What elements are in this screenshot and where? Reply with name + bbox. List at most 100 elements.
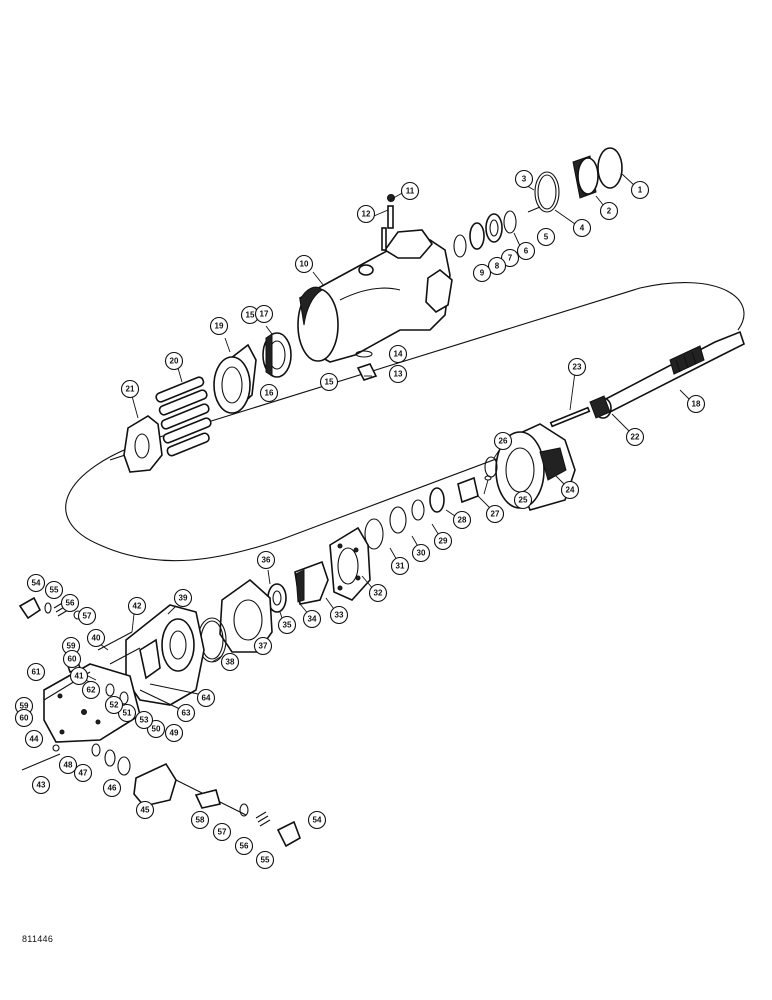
callout-41: 41	[69, 666, 89, 686]
svg-text:11: 11	[406, 187, 415, 196]
svg-text:46: 46	[108, 784, 117, 793]
callout-60b: 60	[14, 708, 34, 728]
callout-1: 1	[630, 180, 650, 200]
svg-text:6: 6	[524, 247, 529, 256]
callout-51: 51	[117, 703, 137, 723]
svg-text:15: 15	[325, 378, 334, 387]
callout-55: 55	[44, 580, 64, 600]
svg-text:41: 41	[75, 672, 84, 681]
svg-text:57: 57	[218, 828, 227, 837]
callout-35: 35	[277, 615, 297, 635]
svg-text:15: 15	[246, 311, 255, 320]
callout-14: 14	[388, 344, 408, 364]
svg-text:59: 59	[20, 702, 29, 711]
svg-text:23: 23	[573, 363, 582, 372]
callout-43: 43	[31, 775, 51, 795]
callout-3: 3	[514, 169, 534, 189]
svg-text:22: 22	[631, 433, 640, 442]
callout-36: 36	[256, 550, 276, 570]
svg-text:34: 34	[308, 615, 317, 624]
callout-25: 25	[513, 490, 533, 510]
callout-17: 17	[254, 304, 274, 324]
callout-59: 59	[61, 636, 81, 656]
callout-16: 16	[259, 383, 279, 403]
callout-45: 45	[135, 800, 155, 820]
svg-text:62: 62	[87, 686, 96, 695]
callout-4: 4	[572, 218, 592, 238]
svg-text:58: 58	[196, 816, 205, 825]
callout-49: 49	[164, 723, 184, 743]
figure-code: 811446	[22, 934, 54, 944]
tube-loop	[65, 282, 745, 562]
svg-text:19: 19	[215, 322, 224, 331]
svg-text:24: 24	[566, 486, 575, 495]
callout-39: 39	[173, 588, 193, 608]
rear-cover	[125, 604, 205, 706]
svg-text:30: 30	[417, 549, 426, 558]
callout-18: 18	[686, 394, 706, 414]
callout-54: 54	[26, 573, 46, 593]
callout-19: 19	[209, 316, 229, 336]
svg-text:53: 53	[140, 716, 149, 725]
svg-text:10: 10	[300, 260, 309, 269]
svg-text:42: 42	[133, 602, 142, 611]
callout-22: 22	[625, 427, 645, 447]
callout-53: 53	[134, 710, 154, 730]
svg-text:51: 51	[123, 709, 132, 718]
svg-text:4: 4	[580, 224, 585, 233]
svg-text:57: 57	[83, 612, 92, 621]
callout-6: 6	[516, 241, 536, 261]
svg-text:64: 64	[202, 694, 211, 703]
callout-32: 32	[368, 583, 388, 603]
svg-text:31: 31	[396, 562, 405, 571]
callout-31: 31	[390, 556, 410, 576]
svg-text:26: 26	[499, 437, 508, 446]
svg-text:48: 48	[64, 761, 73, 770]
callout-12: 12	[356, 204, 376, 224]
bearing-group	[213, 332, 292, 414]
callout-61: 61	[26, 662, 46, 682]
callout-21: 21	[120, 379, 140, 399]
svg-text:27: 27	[491, 510, 500, 519]
callout-46: 46	[102, 778, 122, 798]
svg-text:47: 47	[79, 769, 88, 778]
callout-26: 26	[493, 431, 513, 451]
svg-text:45: 45	[141, 806, 150, 815]
callout-37: 37	[253, 636, 273, 656]
callout-52: 52	[104, 695, 124, 715]
callout-30: 30	[411, 543, 431, 563]
callout-15: 15	[319, 372, 339, 392]
svg-text:18: 18	[692, 400, 701, 409]
svg-text:61: 61	[32, 668, 41, 677]
svg-text:59: 59	[67, 642, 76, 651]
callout-60: 60	[62, 649, 82, 669]
callout-28: 28	[452, 510, 472, 530]
svg-text:55: 55	[261, 856, 270, 865]
callout-23: 23	[567, 357, 587, 377]
callout-24: 24	[560, 480, 580, 500]
svg-text:35: 35	[283, 621, 292, 630]
svg-text:56: 56	[66, 599, 75, 608]
callout-9: 9	[472, 263, 492, 283]
svg-text:33: 33	[335, 611, 344, 620]
drive-shaft	[594, 330, 745, 419]
svg-text:2: 2	[607, 207, 612, 216]
callout-58: 58	[190, 810, 210, 830]
callout-56b: 56	[234, 836, 254, 856]
svg-text:43: 43	[37, 781, 46, 790]
svg-text:54: 54	[32, 579, 41, 588]
svg-text:21: 21	[126, 385, 135, 394]
svg-text:39: 39	[179, 594, 188, 603]
callout-40: 40	[86, 628, 106, 648]
callout-47: 47	[73, 763, 93, 783]
end-cap-group	[453, 147, 623, 258]
callout-64: 64	[196, 688, 216, 708]
callout-44: 44	[24, 729, 44, 749]
svg-text:37: 37	[259, 642, 268, 651]
svg-text:20: 20	[170, 357, 179, 366]
svg-text:1: 1	[638, 186, 643, 195]
svg-text:8: 8	[495, 262, 500, 271]
callout-50: 50	[146, 719, 166, 739]
callout-57: 57	[77, 606, 97, 626]
callout-5: 5	[536, 227, 556, 247]
